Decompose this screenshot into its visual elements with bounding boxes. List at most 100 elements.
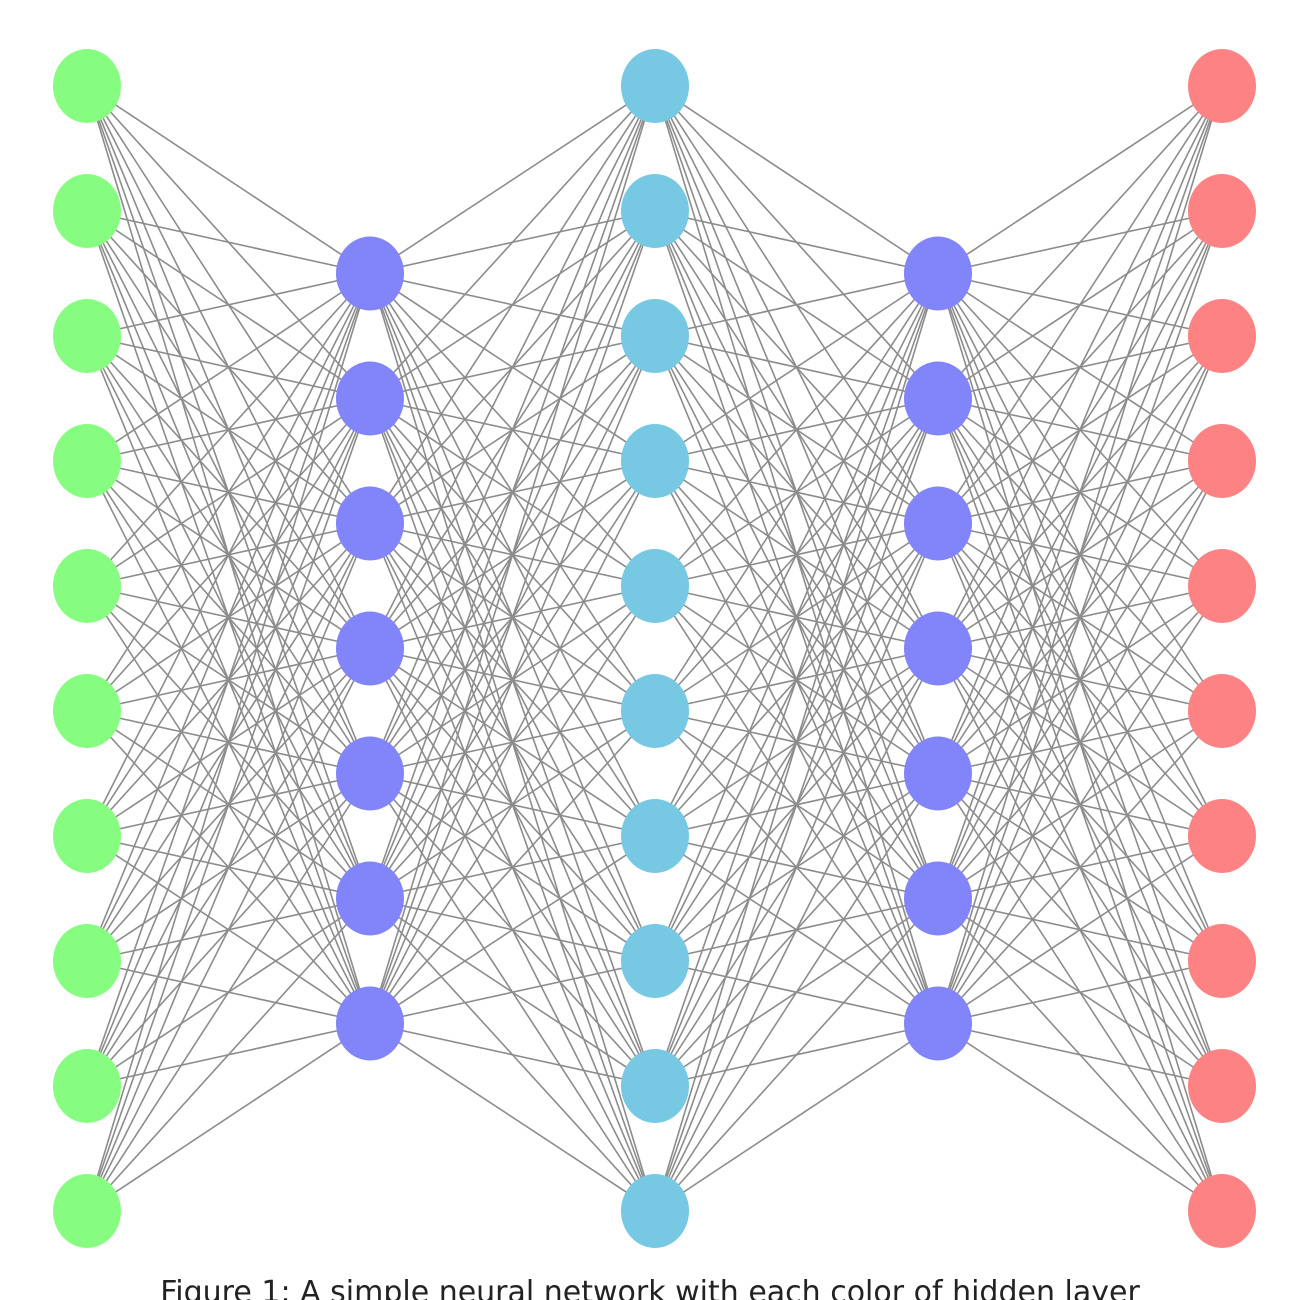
edge-l4n5-l5n1 [937,85,1223,774]
edge-l1n3-l2n1 [86,272,371,337]
edge-l1n5-l2n1 [86,272,371,587]
edge-l2n1-l3n1 [369,85,656,275]
edge-l1n6-l2n1 [86,273,371,712]
node-layer5-10 [1188,1174,1256,1248]
edge-l2n2-l3n1 [369,85,656,400]
edge-l3n10-l4n7 [654,1022,939,1212]
node-layer3-2 [621,174,689,248]
edge-l3n4-l4n1 [654,272,939,462]
edge-l1n10-l2n2 [86,398,371,1212]
edge-l3n10-l4n6 [654,897,939,1212]
edge-l2n7-l3n10 [369,1022,656,1212]
node-layer1-1 [53,49,121,123]
edge-l2n7-l3n4 [369,460,656,1024]
node-layer1-6 [53,674,121,748]
node-layer4-2 [904,361,972,436]
node-layer3-7 [621,799,689,873]
edge-l3n10-l4n5 [654,773,939,1212]
edge-l1n2-l2n1 [86,210,371,275]
edge-l3n5-l4n1 [654,272,939,587]
edge-l1n1-l2n1 [86,85,371,275]
edge-l4n1-l5n1 [937,85,1223,275]
node-layer2-6 [336,861,404,936]
node-layer5-5 [1188,549,1256,623]
node-layer4-4 [904,611,972,686]
network-diagram [53,49,1256,1248]
edge-l2n4-l3n1 [369,85,656,649]
node-layer2-5 [336,736,404,811]
edge-l3n3-l4n1 [654,272,939,337]
edges-group [86,85,1223,1212]
node-layer3-8 [621,924,689,998]
node-layer2-7 [336,986,404,1061]
node-layer1-7 [53,799,121,873]
edge-l2n7-l3n9 [369,1022,656,1087]
node-layer4-7 [904,986,972,1061]
node-layer3-10 [621,1174,689,1248]
node-layer4-3 [904,486,972,561]
edge-l3n10-l4n4 [654,648,939,1212]
edge-l2n7-l3n2 [369,210,656,1024]
edge-l2n7-l3n7 [369,835,656,1025]
nodes-group [53,49,1256,1248]
edge-l4n2-l5n1 [937,85,1223,400]
edge-l4n7-l5n6 [937,710,1223,1025]
edge-l4n3-l5n1 [937,85,1223,524]
edge-l4n7-l5n3 [937,335,1223,1024]
edge-l1n10-l2n3 [86,523,371,1212]
node-layer1-10 [53,1174,121,1248]
node-layer1-8 [53,924,121,998]
edge-l4n7-l5n7 [937,835,1223,1025]
edge-l4n7-l5n10 [937,1022,1223,1212]
edge-l2n5-l3n1 [369,85,656,774]
node-layer2-4 [336,611,404,686]
node-layer4-1 [904,236,972,311]
node-layer3-4 [621,424,689,498]
edge-l1n7-l2n1 [86,273,371,837]
node-layer5-8 [1188,924,1256,998]
edge-l3n2-l4n1 [654,210,939,275]
edge-l3n7-l4n1 [654,273,939,837]
node-layer3-6 [621,674,689,748]
node-layer3-3 [621,299,689,373]
node-layer3-9 [621,1049,689,1123]
node-layer5-9 [1188,1049,1256,1123]
edge-l3n9-l4n1 [654,273,939,1087]
node-layer5-3 [1188,299,1256,373]
edge-l1n10-l2n4 [86,648,371,1212]
edge-l1n9-l2n1 [86,273,371,1087]
edge-l1n10-l2n7 [86,1022,371,1212]
node-layer5-7 [1188,799,1256,873]
edge-l2n7-l3n3 [369,335,656,1024]
node-layer1-4 [53,424,121,498]
edge-l3n10-l4n1 [654,273,939,1212]
edge-l1n4-l2n1 [86,272,371,462]
node-layer1-5 [53,549,121,623]
edge-l2n6-l3n1 [369,85,656,899]
edge-l4n7-l5n4 [937,460,1223,1024]
edge-l1n10-l2n5 [86,773,371,1212]
node-layer4-6 [904,861,972,936]
edge-l4n7-l5n8 [937,960,1223,1025]
figure-caption: Figure 1: A simple neural network with e… [160,1278,1140,1300]
edge-l1n8-l2n1 [86,273,371,962]
edge-l2n7-l3n1 [369,85,656,1024]
node-layer5-2 [1188,174,1256,248]
edge-l4n7-l5n2 [937,210,1223,1024]
node-layer4-5 [904,736,972,811]
edge-l4n7-l5n5 [937,585,1223,1024]
node-layer2-2 [336,361,404,436]
edge-l4n7-l5n9 [937,1022,1223,1087]
node-layer2-3 [336,486,404,561]
node-layer5-4 [1188,424,1256,498]
node-layer1-3 [53,299,121,373]
edge-l3n10-l4n2 [654,398,939,1212]
edge-l4n6-l5n1 [937,85,1223,899]
edge-l2n7-l3n6 [369,710,656,1025]
node-layer2-1 [336,236,404,311]
node-layer1-2 [53,174,121,248]
edge-l2n7-l3n5 [369,585,656,1024]
edge-l3n10-l4n3 [654,523,939,1212]
node-layer3-5 [621,549,689,623]
node-layer5-6 [1188,674,1256,748]
